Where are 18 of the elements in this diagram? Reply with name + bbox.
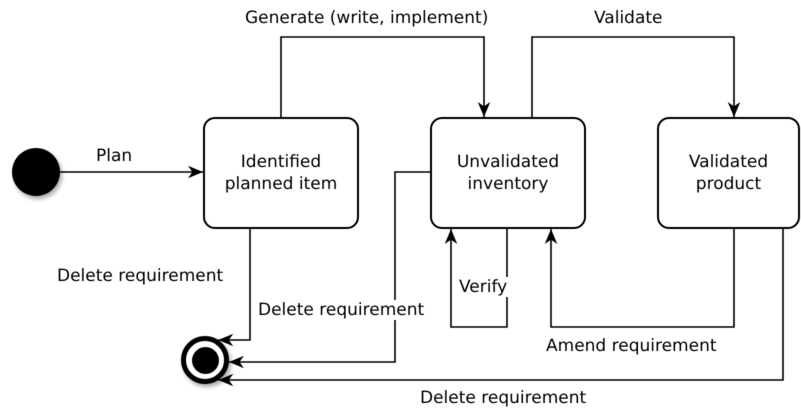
state-name: Identified planned item — [224, 151, 338, 195]
transition-arrow — [531, 36, 740, 117]
state-box — [430, 117, 586, 229]
edge-label: Amend requirement — [544, 336, 719, 356]
transition-arrow — [60, 166, 203, 178]
transition-arrow — [444, 229, 508, 328]
transition-arrow — [280, 36, 490, 117]
transition-arrow — [218, 229, 784, 386]
transition-arrow — [544, 229, 735, 328]
final-state-circle — [181, 336, 229, 384]
edge-label: Verify — [457, 277, 510, 297]
initial-state-circle — [12, 148, 60, 196]
state-box — [203, 117, 359, 229]
transition-arrow — [228, 171, 430, 368]
state-box — [657, 117, 800, 229]
transition-arrow — [218, 229, 251, 346]
state-name: Validated product — [688, 151, 770, 195]
state-name: Unvalidated inventory — [456, 151, 560, 195]
